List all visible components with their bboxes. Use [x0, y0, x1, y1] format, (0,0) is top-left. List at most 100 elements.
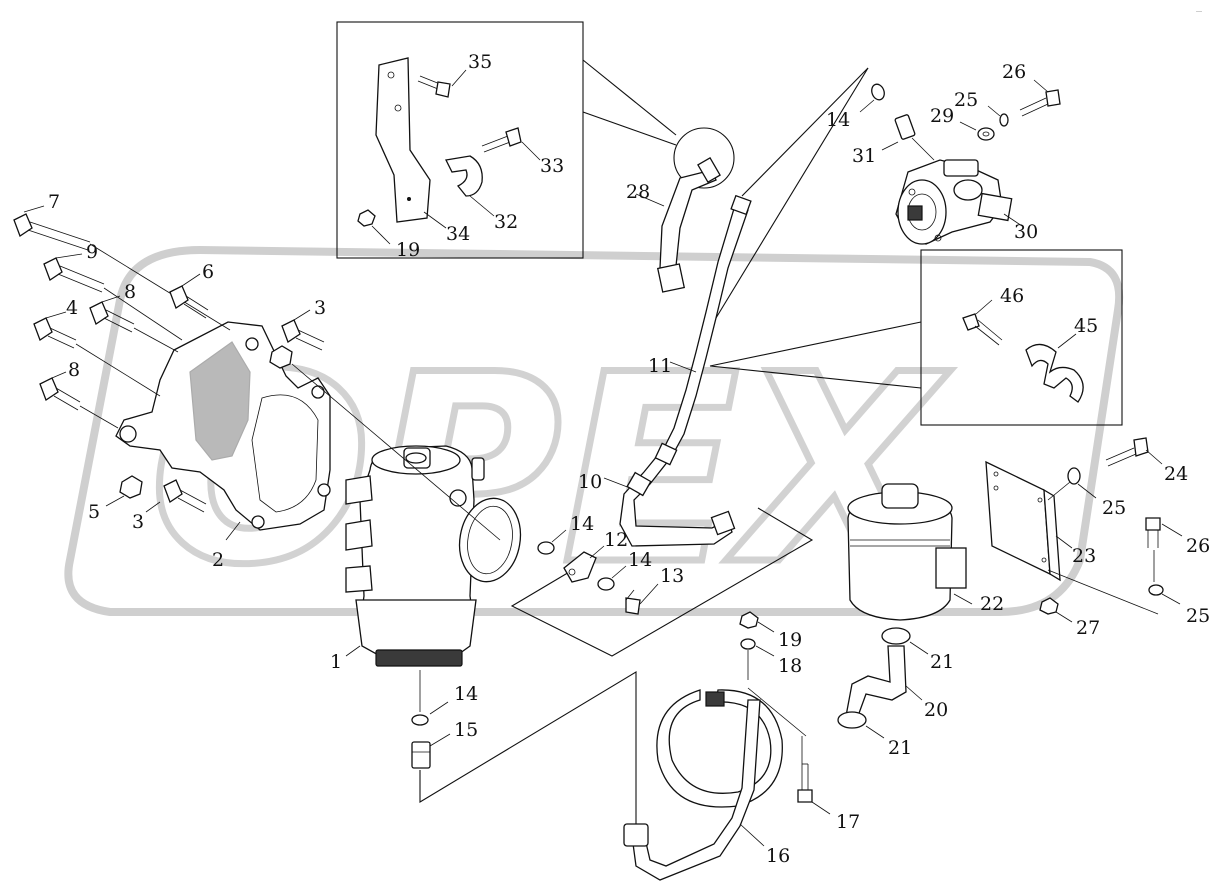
bolt-13	[625, 583, 659, 615]
callout-21-lower: 21	[888, 737, 912, 759]
callout-13: 13	[660, 565, 684, 587]
washer-25-lower	[1148, 584, 1181, 605]
fitting-31	[881, 114, 935, 161]
washer-25-pump	[987, 105, 1009, 127]
callout-25-pump: 25	[954, 89, 978, 111]
nut-5	[105, 475, 143, 507]
callout-23: 23	[1072, 545, 1096, 567]
callout-29: 29	[930, 105, 954, 127]
nut-19-lower	[739, 611, 775, 633]
bolt-26-bracket	[1145, 517, 1183, 582]
callout-11: 11	[648, 355, 672, 377]
inset-clamp-detail	[709, 249, 1123, 426]
watermark-outline	[64, 246, 1124, 616]
callout-14-port: 14	[628, 549, 652, 571]
hose-10	[510, 442, 814, 657]
callout-18: 18	[778, 655, 802, 677]
hose-28-assembly	[635, 127, 735, 293]
callout-19-inset: 19	[396, 239, 420, 261]
bolt-3-upper	[281, 309, 325, 351]
callout-2: 2	[212, 549, 224, 571]
callout-10: 10	[578, 471, 602, 493]
callout-45: 45	[1074, 315, 1098, 337]
callout-26-bracket: 26	[1186, 535, 1210, 557]
power-steering-pump-30	[895, 159, 1023, 245]
callout-16: 16	[766, 845, 790, 867]
washer-18	[740, 638, 775, 680]
callout-3-upper: 3	[314, 297, 326, 319]
bolt-46	[962, 313, 1003, 346]
nut-19-inset	[357, 209, 376, 227]
callout-28: 28	[626, 181, 650, 203]
fitting-12	[563, 545, 605, 583]
bracket-34	[375, 57, 431, 223]
callout-14-lower: 14	[454, 683, 478, 705]
washer-29	[959, 121, 995, 141]
callout-4: 4	[66, 297, 78, 319]
clamp-21-upper	[881, 627, 929, 655]
zoom-circle	[673, 127, 735, 189]
bolt-3-lower	[145, 479, 207, 513]
callout-32: 32	[494, 211, 518, 233]
callout-14-pump: 14	[826, 109, 850, 131]
inset-frame	[920, 249, 1123, 426]
mounting-bracket-2	[115, 321, 331, 541]
nut-upper	[269, 345, 501, 541]
callout-26-pump: 26	[1002, 61, 1026, 83]
callout-31: 31	[852, 145, 876, 167]
bracket-hole	[407, 197, 411, 201]
callout-25-lower: 25	[1186, 605, 1210, 627]
callout-25-bracket: 25	[1102, 497, 1126, 519]
bolt-33	[481, 127, 522, 153]
hose-11	[661, 67, 869, 457]
callout-17: 17	[836, 811, 860, 833]
callout-15: 15	[454, 719, 478, 741]
callout-3-lower: 3	[132, 511, 144, 533]
callout-33: 33	[540, 155, 564, 177]
clamp-32	[445, 155, 483, 197]
callout-35: 35	[468, 51, 492, 73]
fitting-15	[411, 671, 637, 830]
callout-20: 20	[924, 699, 948, 721]
bolt-24	[1105, 437, 1163, 467]
callout-8-lower: 8	[68, 359, 80, 381]
washer-14-gear	[537, 529, 567, 555]
callout-9: 9	[86, 241, 98, 263]
callout-30: 30	[1014, 221, 1038, 243]
callout-21-upper: 21	[930, 651, 954, 673]
callout-5: 5	[88, 501, 100, 523]
washer-14-lower	[411, 670, 449, 726]
bolt-26-pump	[1019, 79, 1061, 117]
washer-25-bracket	[1047, 467, 1097, 501]
callout-7: 7	[48, 191, 60, 213]
inset-frame	[336, 21, 584, 259]
washer-14-port	[597, 565, 627, 591]
reservoir-22	[847, 483, 973, 621]
callout-27: 27	[1076, 617, 1100, 639]
bolt-8-lower	[39, 371, 119, 429]
callout-14-gear: 14	[570, 513, 594, 535]
callout-12: 12	[604, 529, 628, 551]
nut-27	[1039, 597, 1073, 623]
hose-20	[845, 645, 923, 717]
callout-34: 34	[446, 223, 470, 245]
callout-6: 6	[202, 261, 214, 283]
bolt-17	[797, 736, 831, 815]
washer-14-pump	[859, 83, 885, 113]
bolt-7	[13, 205, 231, 331]
bolt-35	[417, 75, 451, 98]
callout-labels: 1 2 3 3 4 5 6 7 8 8 9 10 11 12 13 14 14 …	[48, 51, 1210, 867]
bracket-hole	[387, 71, 395, 79]
bolt-8-upper	[89, 295, 179, 353]
callout-8-upper: 8	[124, 281, 136, 303]
callout-46: 46	[1000, 285, 1024, 307]
steering-gear-1	[345, 445, 522, 667]
corner-tag: …	[1196, 7, 1202, 14]
hose-16	[623, 687, 807, 881]
inset-bracket-detail	[336, 21, 677, 259]
bracket-hole	[394, 104, 402, 112]
callout-19-lower: 19	[778, 629, 802, 651]
bolt-4	[33, 311, 161, 397]
callout-24: 24	[1164, 463, 1188, 485]
